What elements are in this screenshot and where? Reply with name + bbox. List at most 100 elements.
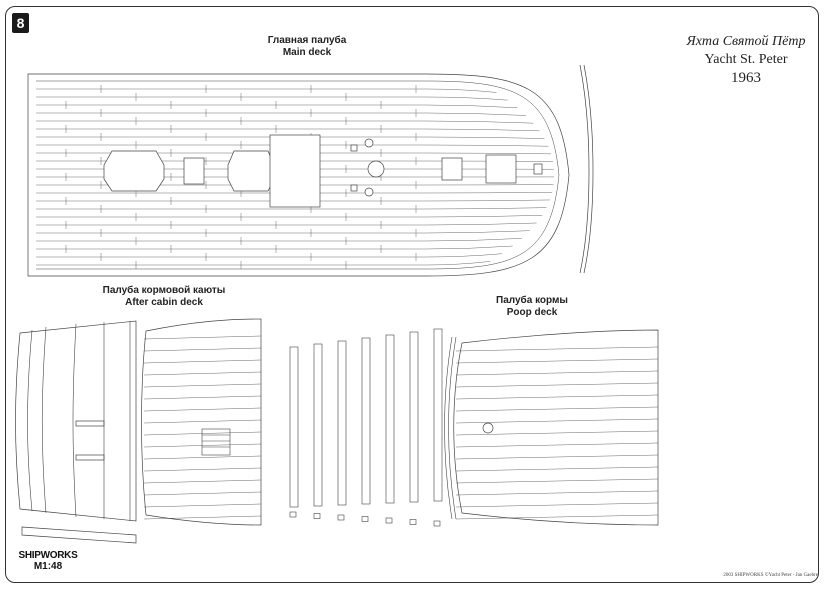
after-cabin-plank [143,407,262,412]
hole-small-1 [364,138,374,148]
main-deck-plank [36,192,553,194]
after-cabin-plank [143,467,262,472]
poop-deck-rail [444,336,457,520]
poop-deck-plank [455,346,659,352]
main-deck-plank [36,238,522,242]
small-part [289,511,297,518]
after-cabin-plank [143,431,262,436]
title-block: Яхта Святой Пётр Yacht St. Peter 1963 [681,33,811,87]
deck-strip [433,328,443,502]
after-cabin-plank [143,419,262,424]
after-cabin-plank [143,335,262,340]
deck-strip [313,343,323,507]
main-deck-plank [36,253,503,258]
main-deck-plank [36,230,530,234]
deck-strip [361,337,371,505]
frame-bar-2 [75,454,105,461]
main-deck-plank [36,207,547,210]
title-year: 1963 [731,70,761,86]
deck-strip [409,331,419,503]
copyright-text: 2003 SHIPWORKS ©Yacht Peter - Jan Gaebre [723,573,818,578]
poop-deck-plank [455,382,659,388]
hole-square-1 [350,144,358,152]
main-deck-planks [36,85,554,269]
main-deck-plank [36,245,513,250]
main-deck-label: Главная палуба Main deck [242,35,372,59]
main-deck-plank [36,199,550,202]
after-cabin-plank [143,491,262,496]
hole-small-2 [364,187,374,197]
main-deck-drawing [27,73,570,277]
main-deck-plank [36,215,543,218]
after-cabin-plank [143,395,262,400]
main-deck-plank [36,152,552,155]
poop-deck-plank [455,442,659,448]
poop-deck-plank [455,430,659,436]
main-deck-plank [36,144,549,147]
page-number: 8 [12,13,29,33]
poop-deck-label-en: Poop deck [506,307,558,318]
poop-deck-plank [455,370,659,376]
bow-rail-strip [579,64,594,274]
main-deck-plank [36,160,553,162]
deck-strips [289,328,443,527]
small-part [337,514,345,521]
frame-bar-1 [75,420,105,427]
after-cabin-frame [15,320,137,544]
main-deck-plank [36,136,545,139]
logo-scale: M1:48 [33,561,63,572]
main-deck-plank [36,128,540,132]
plan-sheet: 8 Главная палуба Main deck Палуба кормов… [5,6,819,583]
poop-deck-plank [455,358,659,364]
poop-deck-plank [455,466,659,472]
poop-deck-drawing [444,329,659,526]
after-cabin-label-ru: Палуба кормовой каюты [102,285,226,296]
frame-outline [15,320,137,522]
deck-strip [385,334,395,504]
poop-deck-plank [455,502,659,508]
hatch-large [269,134,321,208]
hatch-small-3 [485,154,517,184]
deck-strip [289,346,299,508]
poop-deck-outline [453,329,659,526]
mast-hole [367,160,385,178]
hole-square-2 [350,184,358,192]
after-cabin-plank [143,503,262,508]
poop-deck-label: Палуба кормы Poop deck [472,295,592,319]
deck-plan-drawing [15,64,659,544]
poop-deck-plank [455,418,659,424]
title-russian: Яхта Святой Пётр [686,34,806,49]
after-cabin-plank [143,359,262,364]
after-cabin-plank [143,515,262,520]
poop-deck-plank [455,514,659,520]
after-cabin-plank [143,479,262,484]
after-cabin-plank [143,455,262,460]
main-deck-plank [36,96,508,101]
main-deck-plank [36,261,491,266]
logo-name: SHIPWORKS [18,550,78,561]
small-part [385,517,393,524]
title-english: Yacht St. Peter [704,52,788,67]
main-deck-plank [36,120,534,124]
main-deck-label-ru: Главная палуба [267,35,347,46]
poop-deck-plank [455,478,659,484]
after-cabin-outline [141,318,262,526]
after-cabin-label: Палуба кормовой каюты After cabin deck [84,285,244,309]
small-part [433,520,441,527]
hatch-octagon-2 [227,150,275,192]
small-part [313,513,321,519]
main-deck-outline [27,73,570,277]
after-cabin-plank [143,383,262,388]
after-cabin-plank [143,443,262,448]
main-deck-plank [36,104,518,108]
deck-strip [337,340,347,506]
after-cabin-deck-drawing [141,318,262,526]
poop-deck-plank [455,394,659,400]
after-cabin-label-en: After cabin deck [125,297,203,308]
main-deck-label-en: Main deck [282,47,332,58]
main-deck-plank [36,88,497,93]
poop-deck-plank [455,454,659,460]
main-deck-plank [36,112,526,116]
frame-strip [21,526,137,544]
grating [201,428,231,456]
